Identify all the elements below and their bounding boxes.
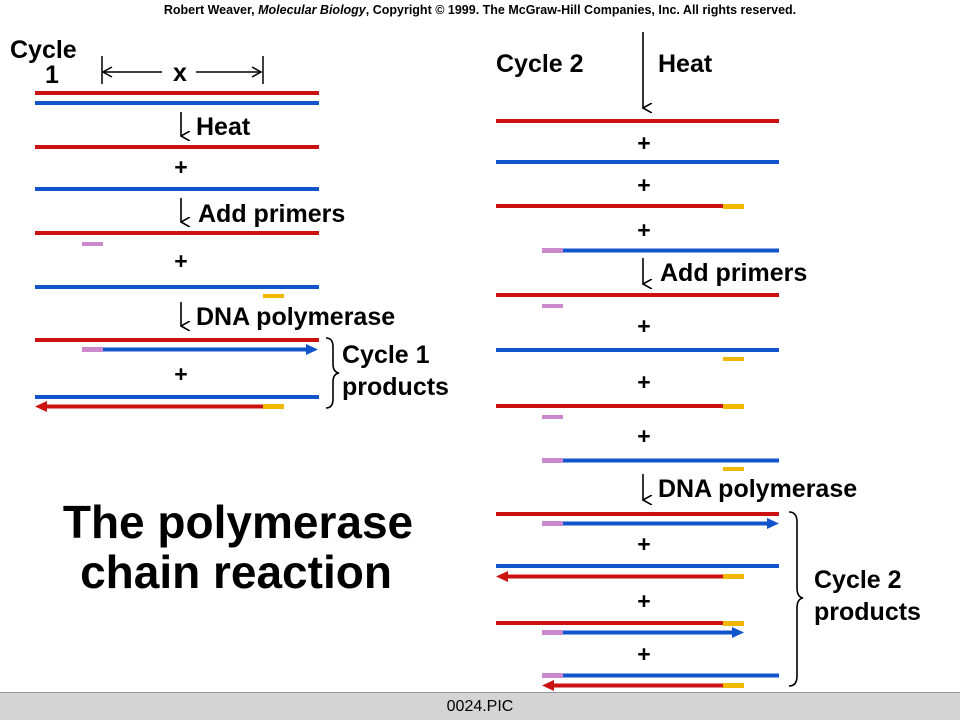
cycle2-products-line2: products: [814, 598, 921, 626]
plus-sign: +: [174, 361, 187, 387]
copyright-line: Robert Weaver, Molecular Biology, Copyri…: [164, 3, 796, 17]
plus-sign: +: [637, 531, 650, 557]
step-dna-polymerase: DNA polymerase: [658, 475, 857, 503]
primer-pink: [542, 248, 563, 253]
arrowhead-red: [35, 401, 47, 412]
plus-sign: +: [637, 641, 650, 667]
step-add-primers: Add primers: [198, 200, 345, 228]
primer-pink: [82, 242, 103, 246]
cycle2-heat-label: Heat: [658, 50, 713, 78]
primer-pink: [542, 673, 563, 678]
plus-sign: +: [637, 217, 650, 243]
primer-yellow: [723, 621, 744, 626]
pcr-diagram: Robert Weaver, Molecular Biology, Copyri…: [10, 3, 921, 691]
cycle1-products-line1: Cycle 1: [342, 341, 430, 369]
plus-sign: +: [174, 248, 187, 274]
step-add-primers: Add primers: [660, 259, 807, 287]
length-bracket: [101, 56, 264, 84]
plus-sign: +: [637, 130, 650, 156]
plus-sign: +: [637, 588, 650, 614]
arrowhead-blue: [306, 344, 318, 355]
cycle2-products-line1: Cycle 2: [814, 566, 902, 594]
primer-yellow: [263, 294, 284, 298]
primer-yellow: [723, 467, 744, 471]
primer-pink: [542, 415, 563, 419]
primer-pink: [542, 630, 563, 635]
cycle1-label-word: Cycle: [10, 36, 77, 64]
plus-sign: +: [637, 313, 650, 339]
title-line1: The polymerase: [63, 496, 413, 548]
primer-yellow: [723, 683, 744, 688]
plus-sign: +: [637, 369, 650, 395]
plus-sign: +: [174, 154, 187, 180]
primer-yellow: [723, 204, 744, 209]
plus-sign: +: [637, 423, 650, 449]
footer-bar: 0024.PIC: [0, 692, 960, 720]
footer-filename: 0024.PIC: [446, 697, 514, 715]
plus-sign: +: [637, 172, 650, 198]
primer-yellow: [723, 404, 744, 409]
cycle2-products-brace: [788, 511, 804, 687]
primer-pink: [82, 347, 103, 352]
arrowhead-red: [542, 680, 554, 691]
arrowhead-red: [496, 571, 508, 582]
primer-pink: [542, 304, 563, 308]
arrowhead-blue: [767, 518, 779, 529]
primer-pink: [542, 458, 563, 463]
primer-yellow: [263, 404, 284, 409]
title-line2: chain reaction: [80, 546, 392, 598]
arrowhead-blue: [732, 627, 744, 638]
cycle2-label: Cycle 2: [496, 50, 584, 78]
primer-pink: [542, 521, 563, 526]
length-label: x: [173, 59, 187, 87]
cycle1-products-line2: products: [342, 373, 449, 401]
step-dna-polymerase: DNA polymerase: [196, 303, 395, 331]
step-heat: Heat: [196, 113, 251, 141]
primer-yellow: [723, 357, 744, 361]
primer-yellow: [723, 574, 744, 579]
cycle1-label-number: 1: [45, 61, 59, 89]
cycle1-products-brace: [325, 337, 340, 409]
